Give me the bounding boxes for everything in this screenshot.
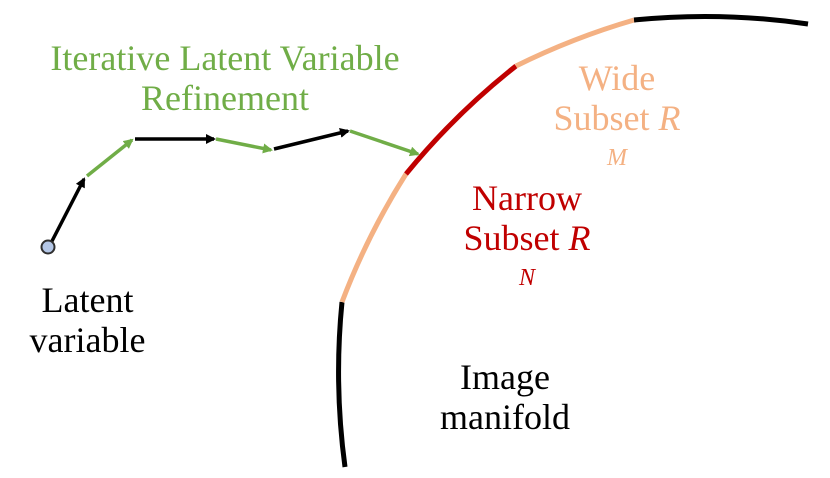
narrow-label-word: Subset (463, 218, 560, 258)
narrow-label-subscript: N (518, 265, 535, 291)
manifold-label-line2: manifold (440, 397, 570, 437)
latent-start-point (40, 239, 56, 255)
latent-label-line2: variable (29, 320, 146, 360)
refinement-label: Iterative Latent Variable Refinement (25, 38, 425, 118)
wide-label-symbol: R (658, 98, 681, 138)
wide-subset-label: Wide Subset R M (522, 58, 712, 178)
wide-label-subscript: M (607, 145, 627, 171)
refinement-label-line1: Iterative Latent Variable (50, 38, 400, 78)
manifold-arc-black-top (633, 13, 809, 27)
narrow-label-symbol: R (568, 218, 591, 258)
wide-label-word: Subset (553, 98, 650, 138)
image-manifold-label: Image manifold (410, 357, 600, 437)
latent-label-line1: Latent (41, 280, 134, 320)
refinement-step-4 (215, 137, 273, 154)
narrow-subset-label: Narrow Subset R N (432, 178, 622, 298)
latent-variable-label: Latent variable (0, 280, 175, 360)
refinement-step-5 (273, 128, 350, 151)
manifold-arc-wide-lower (339, 172, 409, 303)
wide-label-line1: Wide (578, 58, 656, 98)
refinement-step-6 (349, 129, 420, 157)
manifold-arc-wide-upper (514, 17, 635, 69)
manifold-arc-black-bottom (336, 301, 348, 468)
manifold-arc-narrow-subset (404, 64, 518, 176)
refinement-step-2 (85, 138, 134, 178)
refinement-step-1 (49, 177, 86, 244)
manifold-label-line1: Image (460, 357, 550, 397)
refinement-label-line2: Refinement (141, 78, 309, 118)
narrow-label-line1: Narrow (472, 178, 582, 218)
narrow-label-line2: Subset R N (432, 218, 622, 298)
wide-label-line2: Subset R M (522, 98, 712, 178)
